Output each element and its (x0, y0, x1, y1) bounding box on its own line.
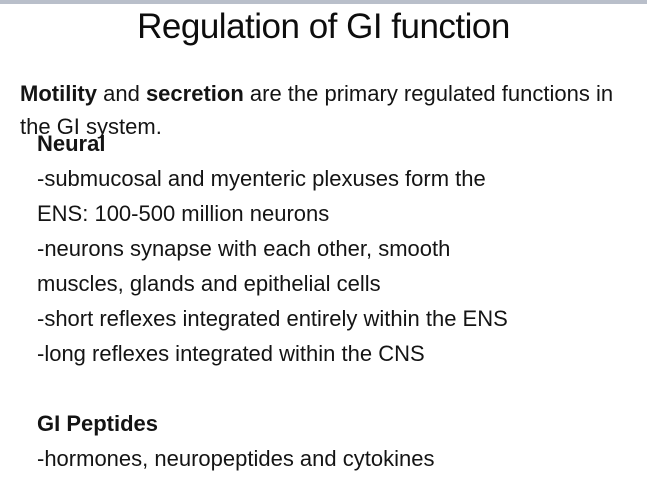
bullet-long-reflexes: -long reflexes integrated within the CNS (37, 341, 425, 366)
intro-bold-motility: Motility (20, 81, 97, 106)
heading-neural: Neural (37, 131, 106, 156)
top-edge-strip (0, 0, 647, 4)
body-text-block: Neural -submucosal and myenteric plexuse… (37, 126, 637, 476)
intro-text-rest: are the primary regulated functions in t… (20, 81, 614, 139)
bullet-neurons-synapse: -neurons synapse with each other, smooth (37, 236, 451, 261)
bullet-submucosal: -submucosal and myenteric plexuses form … (37, 166, 486, 191)
bullet-ens-neurons: ENS: 100-500 million neurons (37, 201, 330, 226)
intro-text-mid: and (97, 81, 146, 106)
bullet-short-reflexes: -short reflexes integrated entirely with… (37, 306, 508, 331)
bullet-hormones: -hormones, neuropeptides and cytokines (37, 446, 435, 471)
heading-gi-peptides: GI Peptides (37, 411, 159, 436)
bullet-muscles-glands: muscles, glands and epithelial cells (37, 271, 381, 296)
intro-paragraph: Motility and secretion are the primary r… (20, 77, 640, 143)
page-title: Regulation of GI function (137, 7, 510, 46)
spacer-line (37, 371, 637, 406)
intro-bold-secretion: secretion (145, 81, 244, 106)
